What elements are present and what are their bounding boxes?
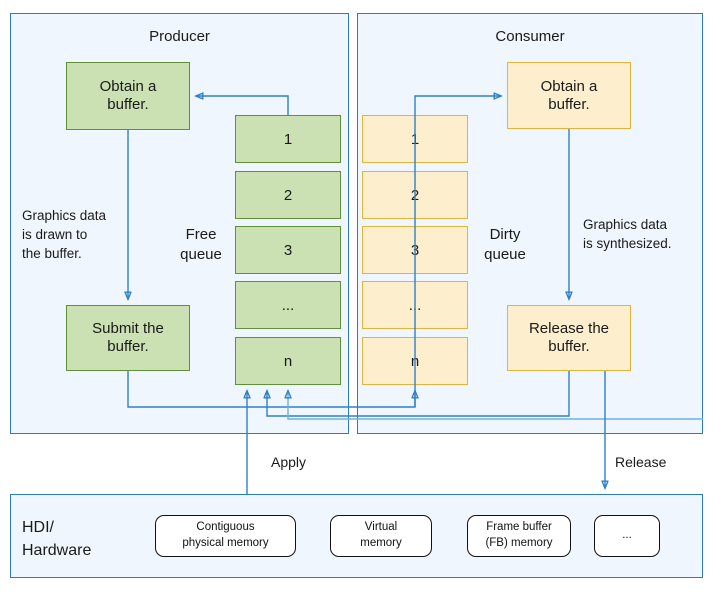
- consumer-release-buffer-node[interactable]: Release the buffer.: [507, 305, 631, 371]
- memory-chip-virtual[interactable]: Virtual memory: [330, 515, 432, 557]
- memory-chip-frame-buffer[interactable]: Frame buffer (FB) memory: [467, 515, 571, 557]
- dirty-queue-label: Dirty queue: [484, 226, 526, 263]
- dirty-queue-item[interactable]: ...: [362, 281, 468, 329]
- free-queue-item[interactable]: 1: [235, 115, 341, 163]
- dirty-queue-item[interactable]: 1: [362, 115, 468, 163]
- memory-chip-contiguous[interactable]: Contiguous physical memory: [155, 515, 296, 557]
- consumer-caption: Graphics data is synthesized.: [583, 217, 672, 252]
- apply-edge-label: Apply: [271, 454, 307, 470]
- producer-obtain-buffer-node[interactable]: Obtain a buffer.: [66, 62, 190, 130]
- hardware-label: HDI/ Hardware: [22, 519, 92, 560]
- consumer-panel-title: Consumer: [495, 28, 565, 45]
- producer-panel-title: Producer: [149, 28, 210, 45]
- free-queue-item[interactable]: n: [235, 337, 341, 385]
- memory-chip-more[interactable]: ...: [594, 515, 660, 557]
- producer-caption: Graphics data is drawn to the buffer.: [22, 208, 107, 262]
- free-queue-item[interactable]: ...: [235, 281, 341, 329]
- free-queue-item[interactable]: 3: [235, 226, 341, 274]
- consumer-obtain-buffer-node[interactable]: Obtain a buffer.: [507, 62, 631, 129]
- free-queue-item[interactable]: 2: [235, 171, 341, 219]
- release-edge-label: Release: [615, 454, 667, 470]
- dirty-queue-item[interactable]: 2: [362, 171, 468, 219]
- producer-submit-buffer-node[interactable]: Submit the buffer.: [66, 305, 190, 371]
- dirty-queue-item[interactable]: n: [362, 337, 468, 385]
- dirty-queue-item[interactable]: 3: [362, 226, 468, 274]
- free-queue-label: Free queue: [180, 226, 222, 263]
